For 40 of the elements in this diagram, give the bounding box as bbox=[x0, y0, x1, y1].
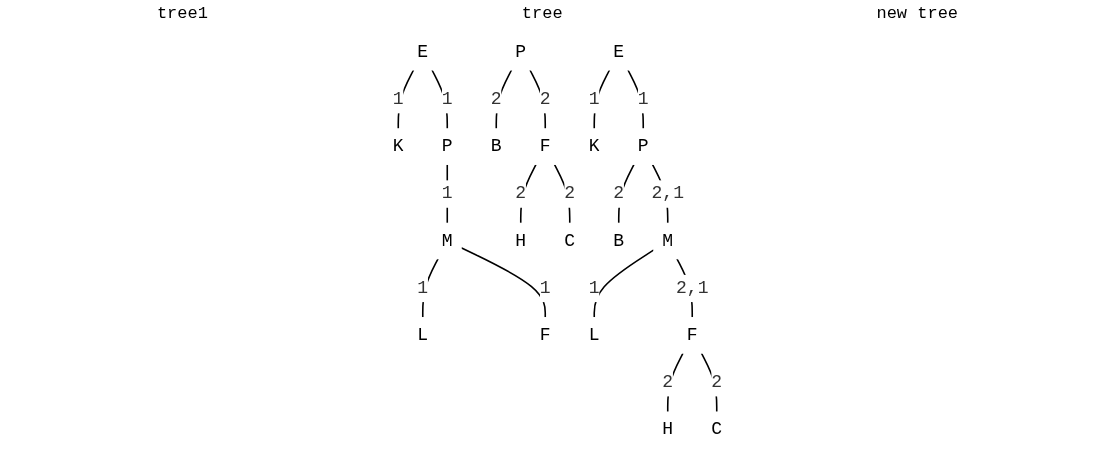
node-text: H bbox=[515, 230, 527, 251]
edge-label: 2 bbox=[539, 89, 551, 110]
edge-label: 1 bbox=[417, 277, 429, 298]
edge-label: 1 bbox=[441, 89, 453, 110]
node-text: K bbox=[588, 136, 600, 157]
node-text: B bbox=[490, 136, 502, 157]
node-text: F bbox=[686, 325, 698, 346]
edge-label: 2 bbox=[711, 372, 723, 393]
node-text: M bbox=[441, 230, 453, 251]
edge-label: 1 bbox=[392, 89, 404, 110]
node-text: C bbox=[711, 419, 723, 440]
edge-label: 2,1 bbox=[676, 277, 709, 298]
edge-label: 2 bbox=[564, 183, 576, 204]
node-text: P bbox=[441, 136, 453, 157]
edge-label: 1 bbox=[539, 277, 551, 298]
node-text: L bbox=[588, 325, 600, 346]
node-text: F bbox=[539, 325, 551, 346]
tree-title: tree1 bbox=[156, 3, 208, 23]
edge-label: 2 bbox=[490, 89, 502, 110]
edge-label: 2,1 bbox=[651, 183, 684, 204]
node-text: P bbox=[637, 136, 649, 157]
edge-label: 1 bbox=[588, 277, 600, 298]
node-text: E bbox=[417, 41, 429, 63]
edge-label: 2 bbox=[515, 183, 527, 204]
edge-label: 2 bbox=[613, 183, 625, 204]
node-text: F bbox=[539, 136, 551, 157]
node-text: L bbox=[417, 325, 429, 346]
node-text: B bbox=[613, 230, 625, 251]
edge-label: 2 bbox=[662, 372, 674, 393]
edge-label: 1 bbox=[637, 89, 649, 110]
node-text: C bbox=[564, 230, 576, 251]
node-text: M bbox=[662, 230, 674, 251]
node-text: P bbox=[515, 41, 527, 63]
tree-title: tree bbox=[521, 3, 563, 23]
node-text: E bbox=[613, 41, 625, 63]
edge-label: 1 bbox=[588, 89, 600, 110]
node-text: K bbox=[392, 136, 404, 157]
node-text: H bbox=[662, 419, 674, 440]
tree-title: new tree bbox=[876, 3, 959, 23]
edge-label: 1 bbox=[441, 183, 453, 204]
